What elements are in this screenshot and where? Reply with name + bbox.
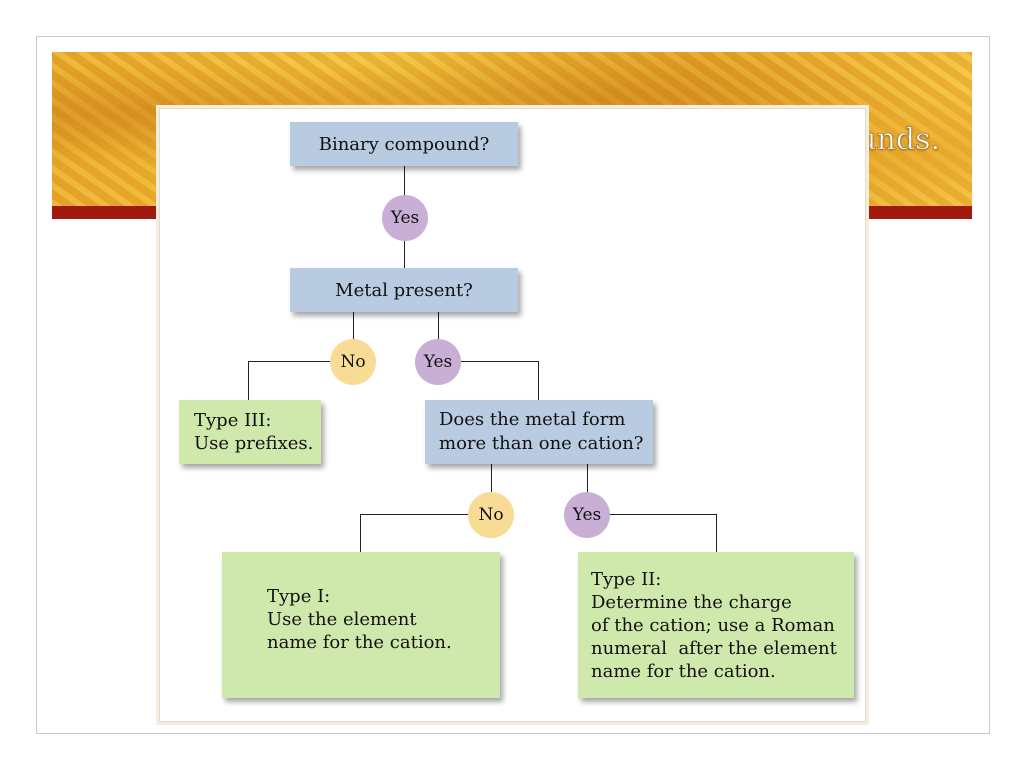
connector xyxy=(538,361,539,401)
type-ii-line: numeral after the element xyxy=(591,638,837,659)
type-iii-line: Use prefixes. xyxy=(194,433,314,454)
connector xyxy=(248,361,249,401)
connector xyxy=(438,312,439,340)
type-i-line: Use the element xyxy=(267,609,417,630)
connector xyxy=(360,514,470,515)
type-i-line: name for the cation. xyxy=(267,632,452,653)
type-ii-line: Determine the charge xyxy=(591,592,792,613)
metal-present-question: Metal present? xyxy=(290,268,518,312)
type-i-box: Type I: Use the element name for the cat… xyxy=(222,552,500,698)
type-ii-line: Type II: xyxy=(591,569,662,590)
type-ii-line: of the cation; use a Roman xyxy=(591,615,835,636)
yes-circle-binary: Yes xyxy=(382,195,428,241)
cation-question-line: more than one cation? xyxy=(439,433,644,454)
connector xyxy=(458,361,538,362)
type-iii-line: Type III: xyxy=(194,410,272,431)
no-circle-metal: No xyxy=(330,339,376,385)
connector xyxy=(360,514,361,552)
connector xyxy=(404,240,405,268)
connector xyxy=(491,464,492,492)
type-ii-line: name for the cation. xyxy=(591,661,776,682)
type-ii-box: Type II: Determine the charge of the cat… xyxy=(578,552,854,698)
connector xyxy=(248,361,332,362)
type-i-line: Type I: xyxy=(267,586,331,607)
connector xyxy=(587,464,588,492)
cation-question-line: Does the metal form xyxy=(439,409,626,430)
no-circle-cation: No xyxy=(468,492,514,538)
connector xyxy=(608,514,716,515)
multiple-cation-question: Does the metal form more than one cation… xyxy=(425,400,653,464)
yes-circle-metal: Yes xyxy=(415,339,461,385)
connector xyxy=(716,514,717,552)
binary-compound-question: Binary compound? xyxy=(290,122,518,166)
yes-circle-cation: Yes xyxy=(564,492,610,538)
connector xyxy=(404,166,405,196)
type-iii-box: Type III: Use prefixes. xyxy=(179,400,321,464)
connector xyxy=(353,312,354,340)
